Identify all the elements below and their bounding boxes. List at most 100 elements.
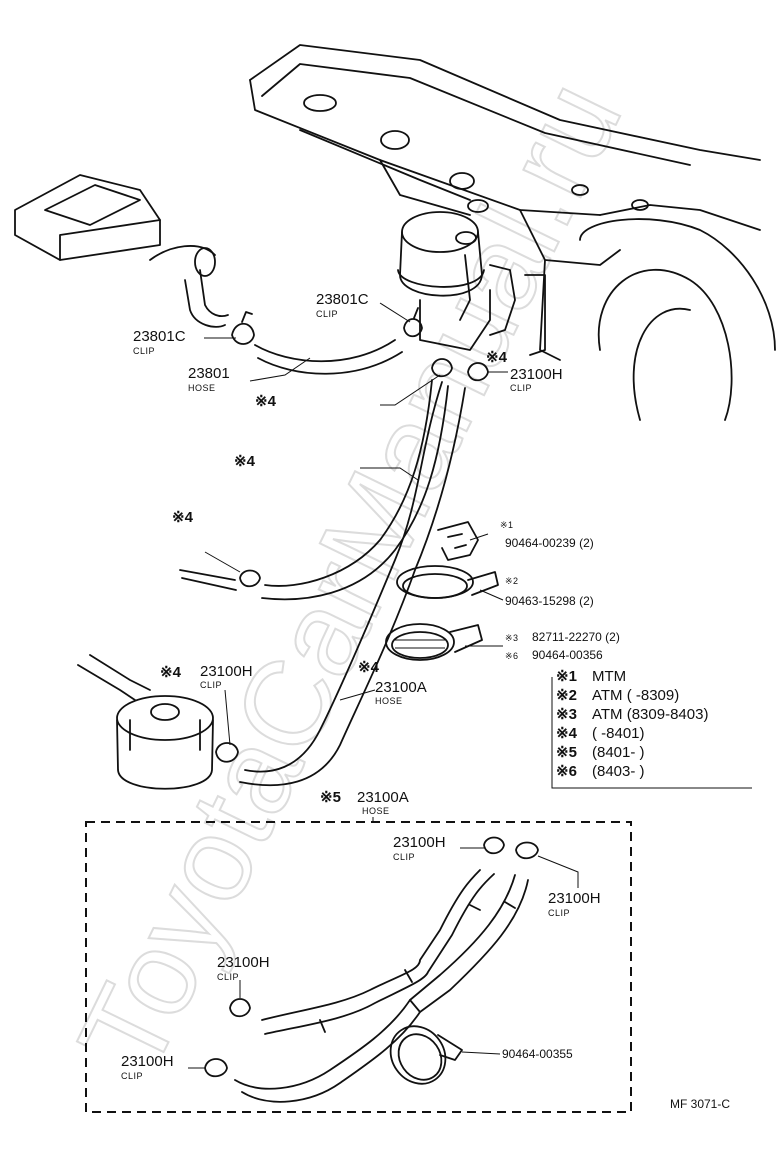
svg-text:90463-15298 (2): 90463-15298 (2)	[505, 594, 594, 608]
svg-text:23100H: 23100H	[121, 1053, 174, 1070]
svg-text:90464-00356: 90464-00356	[532, 648, 603, 662]
svg-text:23100H: 23100H	[393, 834, 446, 851]
svg-text:※1: ※1	[556, 668, 577, 685]
svg-text:※3: ※3	[556, 706, 577, 723]
svg-text:CLIP: CLIP	[217, 972, 239, 982]
inset-clip-drawing-4[interactable]	[204, 1058, 228, 1078]
clip-pipe-end[interactable]	[239, 569, 261, 588]
svg-text:HOSE: HOSE	[362, 806, 390, 816]
svg-text:※5: ※5	[556, 744, 577, 761]
engine-illustration	[249, 44, 776, 421]
svg-text:CLIP: CLIP	[133, 346, 155, 356]
label-23801-hose: 23801 HOSE	[188, 365, 230, 393]
svg-text:90464-00239 (2): 90464-00239 (2)	[505, 536, 594, 550]
legend-item: ※2 ATM ( -8309)	[556, 687, 679, 704]
figure-code: MF 3071-C	[670, 1097, 730, 1111]
svg-text:( -8401): ( -8401)	[592, 725, 645, 742]
svg-text:※6: ※6	[505, 651, 519, 661]
svg-text:82711-22270 (2): 82711-22270 (2)	[532, 630, 620, 644]
svg-text:※2: ※2	[556, 687, 577, 704]
svg-text:CLIP: CLIP	[200, 680, 222, 690]
svg-text:23100H: 23100H	[548, 890, 601, 907]
inset-box	[85, 821, 632, 1113]
inset-clip-drawing-2[interactable]	[515, 841, 539, 860]
legend-item: ※6 (8403- )	[556, 763, 645, 780]
inset-label-clip-2: 23100H CLIP	[548, 890, 601, 918]
label-part-1: ※1 90464-00239 (2)	[500, 520, 594, 550]
label-part-6: ※6 90464-00356	[505, 648, 603, 662]
label-23100h-left: ※4 23100H CLIP	[160, 663, 253, 690]
svg-text:※4: ※4	[556, 725, 578, 742]
inset-clamp-drawing[interactable]	[379, 1016, 463, 1095]
air-cleaner-illustration	[14, 174, 229, 328]
label-23100h-top: ※4 23100H CLIP	[486, 349, 563, 393]
clamp-82711-22270-drawing[interactable]	[385, 623, 483, 661]
svg-text:23801: 23801	[188, 365, 230, 382]
fuel-filter-illustration	[77, 654, 214, 790]
label-23801c-left: 23801C CLIP	[133, 328, 186, 356]
label-part-3: ※3 82711-22270 (2)	[505, 630, 620, 644]
svg-text:CLIP: CLIP	[393, 852, 415, 862]
label-refer-3: ※4	[172, 509, 194, 526]
svg-text:※4: ※4	[234, 453, 256, 470]
inset-label-clip-1: 23100H CLIP	[393, 834, 446, 862]
legend-item: ※5 (8401- )	[556, 744, 645, 761]
svg-text:※4: ※4	[172, 509, 194, 526]
svg-text:23100A: 23100A	[357, 789, 409, 806]
svg-text:※6: ※6	[556, 763, 577, 780]
inset-hoses	[234, 869, 529, 1103]
svg-text:CLIP: CLIP	[316, 309, 338, 319]
svg-text:ATM (8309-8403): ATM (8309-8403)	[592, 706, 708, 723]
inset-label-clip-3: 23100H CLIP	[217, 954, 270, 982]
clip-90464-00239-drawing[interactable]	[437, 521, 479, 561]
svg-text:23801C: 23801C	[316, 291, 369, 308]
svg-text:CLIP: CLIP	[510, 383, 532, 393]
leader-lines	[204, 302, 752, 789]
clip-23801c-left[interactable]	[231, 311, 255, 345]
svg-text:ATM ( -8309): ATM ( -8309)	[592, 687, 679, 704]
svg-text:HOSE: HOSE	[375, 696, 403, 706]
svg-text:HOSE: HOSE	[188, 383, 216, 393]
svg-text:CLIP: CLIP	[121, 1071, 143, 1081]
label-part-2: ※2 90463-15298 (2)	[505, 576, 594, 608]
svg-text:(8401- ): (8401- )	[592, 744, 645, 761]
svg-text:23100H: 23100H	[510, 366, 563, 383]
svg-text:23100H: 23100H	[217, 954, 270, 971]
svg-text:※4: ※4	[255, 393, 277, 410]
hose-23100a-main	[239, 381, 466, 787]
label-refer-1: ※4	[255, 393, 277, 410]
inset-label-clip-4: 23100H CLIP	[121, 1053, 174, 1081]
legend-item: ※1 MTM	[556, 668, 626, 685]
watermark: ToyotaCarManual.ru	[53, 61, 647, 1091]
svg-text:(8403- ): (8403- )	[592, 763, 645, 780]
legend-item: ※3 ATM (8309-8403)	[556, 706, 708, 723]
label-refer-2: ※4	[234, 453, 256, 470]
svg-text:※2: ※2	[505, 576, 519, 586]
svg-text:MTM: MTM	[592, 668, 626, 685]
fuel-pump-illustration	[397, 211, 546, 356]
svg-text:※5: ※5	[320, 789, 341, 806]
inset-clip-drawing-1[interactable]	[483, 836, 505, 855]
svg-text:※1: ※1	[500, 520, 514, 530]
svg-text:※4: ※4	[160, 664, 182, 681]
svg-text:CLIP: CLIP	[548, 908, 570, 918]
legend: ※1 MTM ※2 ATM ( -8309) ※3 ATM (8309-8403…	[556, 668, 708, 780]
inset-leaders	[188, 847, 579, 1069]
svg-text:※4: ※4	[358, 659, 380, 676]
inset-clip-drawing-3[interactable]	[229, 998, 251, 1018]
hose-upper-branch	[261, 379, 449, 601]
hose-23801	[254, 339, 403, 375]
svg-text:23100H: 23100H	[200, 663, 253, 680]
legend-item: ※4 ( -8401)	[556, 725, 645, 742]
clip-23100h-filter[interactable]	[215, 742, 239, 763]
svg-text:23100A: 23100A	[375, 679, 427, 696]
label-23801c-top: 23801C CLIP	[316, 291, 369, 319]
svg-text:※3: ※3	[505, 633, 519, 643]
label-23100a-main: ※4 23100A HOSE	[358, 659, 427, 706]
inset-title: ※5 23100A HOSE	[320, 789, 409, 816]
svg-text:23801C: 23801C	[133, 328, 186, 345]
fuel-pipe	[179, 569, 237, 591]
clamp-90463-15298-drawing[interactable]	[396, 565, 499, 599]
clip-23100h-top-a[interactable]	[431, 358, 453, 378]
